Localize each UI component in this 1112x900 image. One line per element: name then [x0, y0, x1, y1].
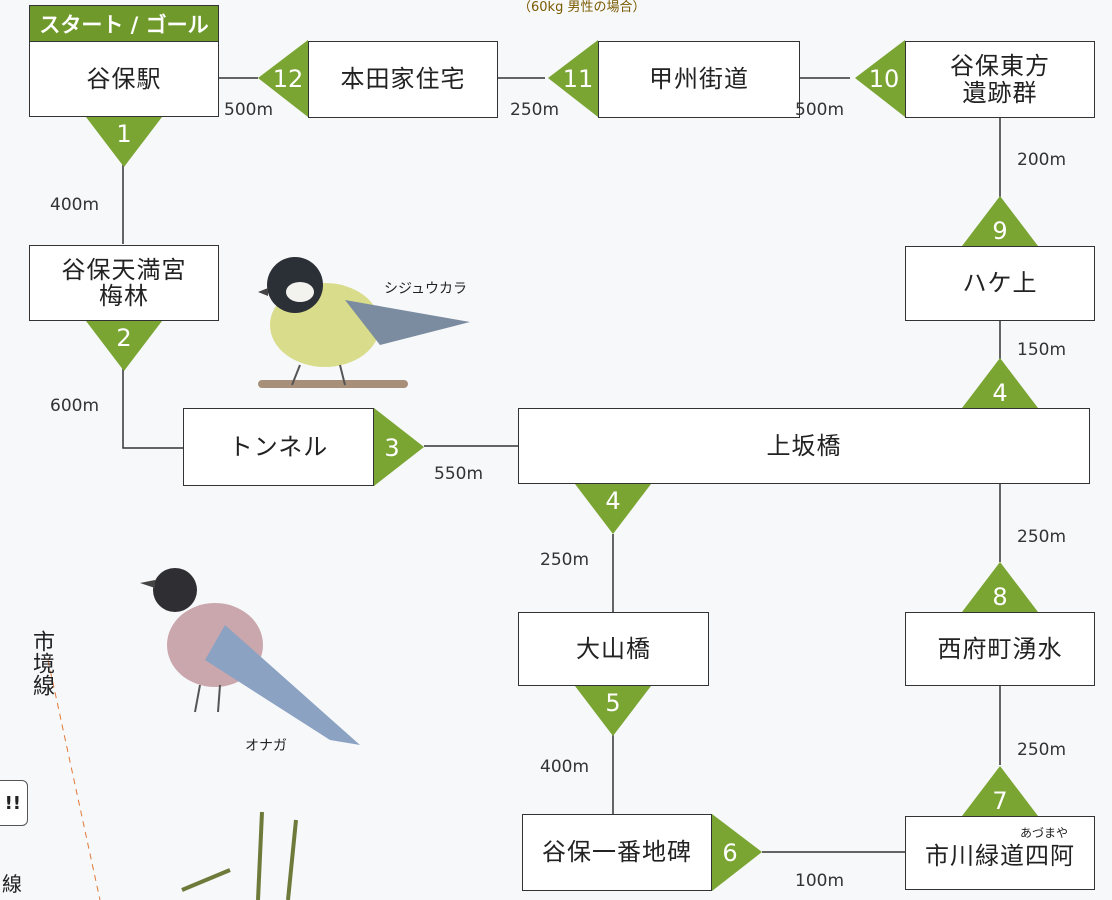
- marker-4-up-number: 4: [992, 379, 1007, 407]
- distance-8: 250m: [1017, 527, 1067, 547]
- distance-11: 250m: [510, 100, 560, 120]
- station-tunnel: トンネル: [183, 408, 374, 486]
- distance-3: 550m: [434, 464, 484, 484]
- station-hakeue: ハケ上: [905, 246, 1095, 321]
- callout-fragment: !!: [0, 780, 28, 826]
- bird-label-magpie: オナガ: [245, 738, 287, 754]
- marker-5-number: 5: [605, 689, 620, 717]
- station-label: 市川緑道四阿: [925, 841, 1075, 870]
- marker-8-number: 8: [992, 583, 1007, 611]
- station-oyamabashi: 大山橋: [518, 612, 709, 686]
- route-lines: [122, 77, 1001, 853]
- marker-4-down-number: 4: [605, 487, 620, 515]
- station-ichikawa: 市川緑道四阿: [905, 816, 1095, 890]
- reed-illustration: [181, 811, 298, 900]
- station-label: 西府町湧水: [937, 634, 1063, 663]
- marker-11: [548, 40, 598, 117]
- station-hondake: 本田家住宅: [308, 41, 498, 118]
- distance-6: 100m: [795, 871, 845, 891]
- great-tit-illustration: [258, 257, 470, 388]
- marker-5: [575, 686, 651, 736]
- distance-2: 600m: [50, 396, 100, 416]
- bird-label-tit: シジュウカラ: [384, 281, 468, 297]
- distance-4: 250m: [540, 550, 590, 570]
- marker-6-number: 6: [722, 839, 737, 867]
- marker-12-number: 12: [273, 65, 304, 93]
- distance-7: 250m: [1017, 740, 1067, 760]
- station-nishifuchu: 西府町湧水: [905, 612, 1095, 686]
- marker-12: [258, 40, 308, 117]
- station-label: 本田家住宅: [340, 65, 466, 94]
- marker-4-up: [962, 358, 1038, 408]
- marker-3-number: 3: [384, 434, 399, 462]
- station-ichibanchi: 谷保一番地碑: [522, 814, 712, 891]
- marker-numbers: 1 2 3 4 5 6 7 8 4 9 10 11 12: [116, 65, 1007, 867]
- station-tenmangu: 谷保天満宮梅林: [29, 245, 219, 321]
- distance-1: 400m: [50, 195, 100, 215]
- marker-1-number: 1: [116, 120, 131, 148]
- distance-12: 500m: [224, 100, 274, 120]
- station-label-line2: 梅林: [99, 282, 149, 310]
- marker-9-number: 9: [992, 217, 1007, 245]
- distance-5: 400m: [540, 757, 590, 777]
- station-label-line1: 谷保天満宮: [61, 255, 187, 284]
- cut-off-text: 線: [2, 872, 22, 896]
- marker-2: [86, 321, 162, 371]
- start-goal-badge: スタート / ゴール: [29, 5, 219, 42]
- station-label-line1: 谷保東方: [950, 52, 1050, 81]
- marker-4-down: [575, 484, 651, 534]
- station-koshu: 甲州街道: [598, 41, 800, 118]
- route-markers: [86, 40, 1038, 891]
- marker-7-number: 7: [992, 787, 1007, 815]
- distance-9: 200m: [1017, 150, 1067, 170]
- station-label: トンネル: [228, 432, 329, 461]
- distance-10: 500m: [795, 100, 845, 120]
- marker-6: [712, 814, 762, 891]
- station-label: 甲州街道: [649, 65, 749, 94]
- station-higashikata: 谷保東方遺跡群: [905, 41, 1095, 118]
- station-label: 谷保一番地碑: [542, 838, 692, 867]
- header-note: （60kg 男性の場合）: [518, 0, 646, 15]
- station-ruby: あづまや: [1020, 826, 1069, 840]
- station-label: 大山橋: [576, 634, 651, 663]
- city-boundary-line: [47, 659, 101, 900]
- marker-10-number: 10: [869, 65, 900, 93]
- marker-10: [855, 40, 905, 117]
- marker-8: [962, 562, 1038, 612]
- marker-2-number: 2: [116, 324, 131, 352]
- azure-winged-magpie-illustration: [140, 568, 360, 745]
- station-yabo-eki: 谷保駅: [29, 41, 219, 117]
- marker-1: [86, 117, 162, 167]
- station-label-line2: 遺跡群: [962, 78, 1038, 107]
- marker-9: [962, 196, 1038, 246]
- distance-4b: 150m: [1017, 340, 1067, 360]
- station-label: 上坂橋: [766, 431, 842, 460]
- marker-11-number: 11: [563, 65, 594, 93]
- station-label: 谷保駅: [86, 64, 162, 93]
- marker-7: [962, 766, 1038, 816]
- marker-3: [374, 408, 424, 486]
- city-boundary-label: 市境線: [29, 630, 54, 696]
- station-label: ハケ上: [962, 269, 1038, 298]
- station-kamisakabashi: 上坂橋: [518, 408, 1090, 484]
